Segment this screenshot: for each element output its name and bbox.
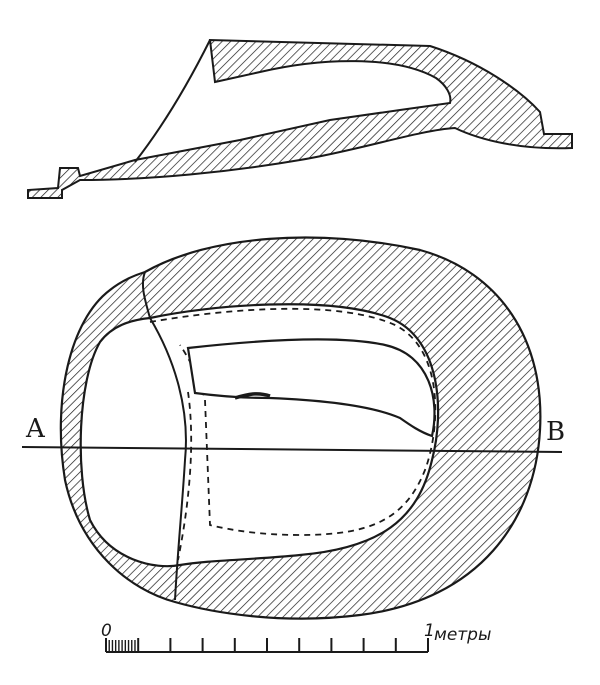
scale-ticks [105,638,429,652]
section-line-ab [21,446,563,453]
plan-view: A B [21,236,565,620]
section-slope-line [134,39,211,163]
plan-dashed-outline [149,307,437,536]
plan-firebox-wall [141,271,187,601]
plan-floor-mark [234,392,271,400]
plan-outer-wall [59,236,542,620]
scale-start-label: 0 [101,621,112,641]
scale-unit-label: метры [434,625,491,645]
label-a: A [25,414,46,444]
scale-bar: 0 1 метры [101,621,491,653]
plan-dashed-flue [177,391,193,561]
scale-end-label: 1 [424,621,435,641]
plan-inner-chamber [186,338,436,438]
section-hatched-mass [27,38,573,199]
label-b: B [546,417,565,447]
cross-section [27,38,573,199]
